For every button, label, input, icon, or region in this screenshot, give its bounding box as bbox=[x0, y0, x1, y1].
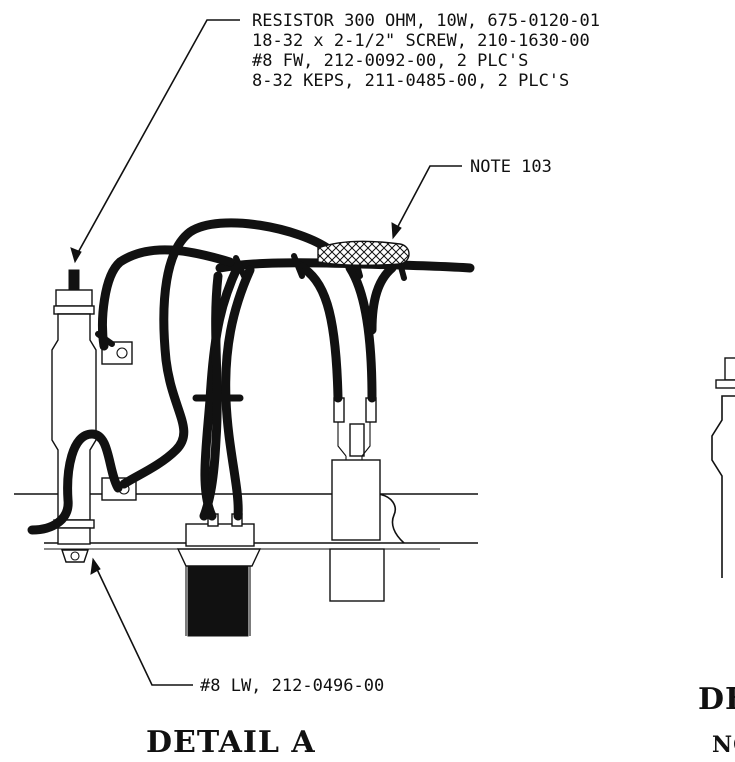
resistor-leader-line bbox=[74, 19, 240, 259]
wire-loop-left bbox=[119, 218, 335, 489]
resistor-leader-arrow bbox=[70, 247, 82, 264]
detail-b-note-partial: NO bbox=[712, 732, 735, 758]
note-103-leader-line bbox=[394, 165, 462, 233]
detail-b-washer bbox=[715, 379, 735, 389]
lock-washer-leader-arrow bbox=[90, 557, 101, 575]
resistor-top-nut bbox=[55, 289, 93, 307]
callout-line-flat-washer: #8 FW, 212-0092-00, 2 PLC'S bbox=[252, 51, 528, 71]
wire-harness bbox=[27, 218, 475, 535]
connector-crimp-lugs bbox=[337, 400, 371, 460]
socket-flange bbox=[176, 548, 262, 567]
detail-b-title-partial: DE bbox=[698, 682, 735, 717]
note-103-label: NOTE 103 bbox=[470, 157, 552, 177]
wire-connector-branch bbox=[367, 263, 397, 335]
detail-b-body-outline bbox=[711, 395, 735, 578]
socket-threaded-body bbox=[187, 565, 249, 637]
tie-wrap-trunk-2 bbox=[291, 253, 305, 279]
callout-line-keps-nut: 8-32 KEPS, 211-0485-00, 2 PLC'S bbox=[252, 71, 569, 91]
harness-sleeve bbox=[317, 240, 410, 267]
resistor-callout: RESISTOR 300 OHM, 10W, 675-0120-01 18-32… bbox=[252, 11, 600, 91]
wire-connector-left bbox=[295, 261, 343, 403]
callout-line-screw: 18-32 x 2-1/2" SCREW, 210-1630-00 bbox=[252, 31, 590, 51]
resistor-top-terminal-hole bbox=[116, 347, 128, 359]
resistor bbox=[51, 269, 137, 563]
chassis-break-line bbox=[377, 493, 405, 544]
callout-line-resistor: RESISTOR 300 OHM, 10W, 675-0120-01 bbox=[252, 11, 600, 31]
terminal-connector bbox=[329, 397, 385, 602]
lock-washer-leader-line bbox=[94, 564, 193, 686]
connector-center-pin bbox=[349, 423, 365, 457]
resistor-bottom-nut bbox=[57, 527, 91, 545]
wire-socket bbox=[176, 513, 262, 637]
connector-housing bbox=[331, 459, 381, 541]
socket-base bbox=[185, 523, 255, 547]
resistor-top-washer bbox=[53, 305, 95, 315]
wire-socket-c bbox=[199, 271, 223, 521]
connector-lower-housing bbox=[329, 548, 385, 602]
detail-b-top-nut bbox=[724, 357, 735, 381]
wire-resistor-top bbox=[98, 245, 235, 351]
detail-b-partial bbox=[711, 357, 735, 578]
wire-resistor-bottom bbox=[27, 429, 123, 535]
detail-a-title: DETAIL A bbox=[146, 725, 316, 760]
resistor-body bbox=[51, 313, 97, 521]
lock-washer-label: #8 LW, 212-0496-00 bbox=[200, 676, 384, 696]
wire-socket-b bbox=[221, 265, 255, 521]
lock-washer-hole bbox=[70, 551, 80, 561]
tie-wrap-resistor bbox=[95, 331, 115, 347]
resistor-screw-head bbox=[68, 269, 80, 291]
lock-washer bbox=[61, 549, 89, 563]
note-103-leader-arrow bbox=[391, 222, 402, 240]
wire-connector-right bbox=[345, 263, 377, 403]
tie-wrap-trunk-1 bbox=[233, 255, 247, 279]
